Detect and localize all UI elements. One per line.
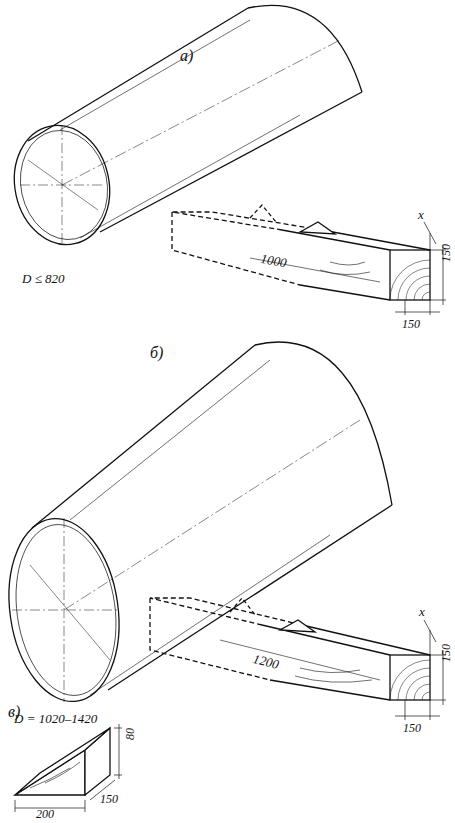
pipe-a — [4, 5, 362, 253]
dimension-label: 150 — [100, 793, 118, 805]
dimension-label: 150 — [402, 318, 420, 330]
dimension-label: 200 — [36, 808, 54, 820]
wood-grain — [398, 268, 430, 300]
wood-grain — [406, 276, 430, 300]
dimension-label: 150 — [440, 644, 452, 662]
wood-grain — [390, 660, 430, 700]
dimension-label: 1000 — [260, 252, 288, 269]
wood-grain — [422, 692, 430, 700]
wood-grain — [422, 292, 430, 300]
wood-grain — [398, 668, 430, 700]
beam-a — [172, 205, 446, 315]
dimension-label: 150 — [403, 722, 421, 734]
dimension-label: 150 — [440, 244, 452, 262]
panel-letter: а) — [180, 48, 193, 64]
dimension-label: x — [418, 208, 424, 221]
wood-grain — [414, 284, 430, 300]
dimension-label: 1200 — [252, 652, 280, 671]
wedge — [15, 724, 122, 812]
panel-letter: в) — [8, 704, 20, 720]
panel-letter: б) — [150, 345, 163, 361]
wood-grain — [406, 676, 430, 700]
dimension-label: x — [419, 605, 425, 618]
dimension-label: 80 — [124, 728, 136, 740]
wood-grain — [414, 684, 430, 700]
diameter-label: D ≤ 820 — [22, 272, 65, 285]
diameter-label: D = 1020–1420 — [14, 712, 97, 725]
pipe-b — [0, 342, 392, 709]
wood-grain — [390, 260, 430, 300]
beam-b — [150, 598, 446, 720]
